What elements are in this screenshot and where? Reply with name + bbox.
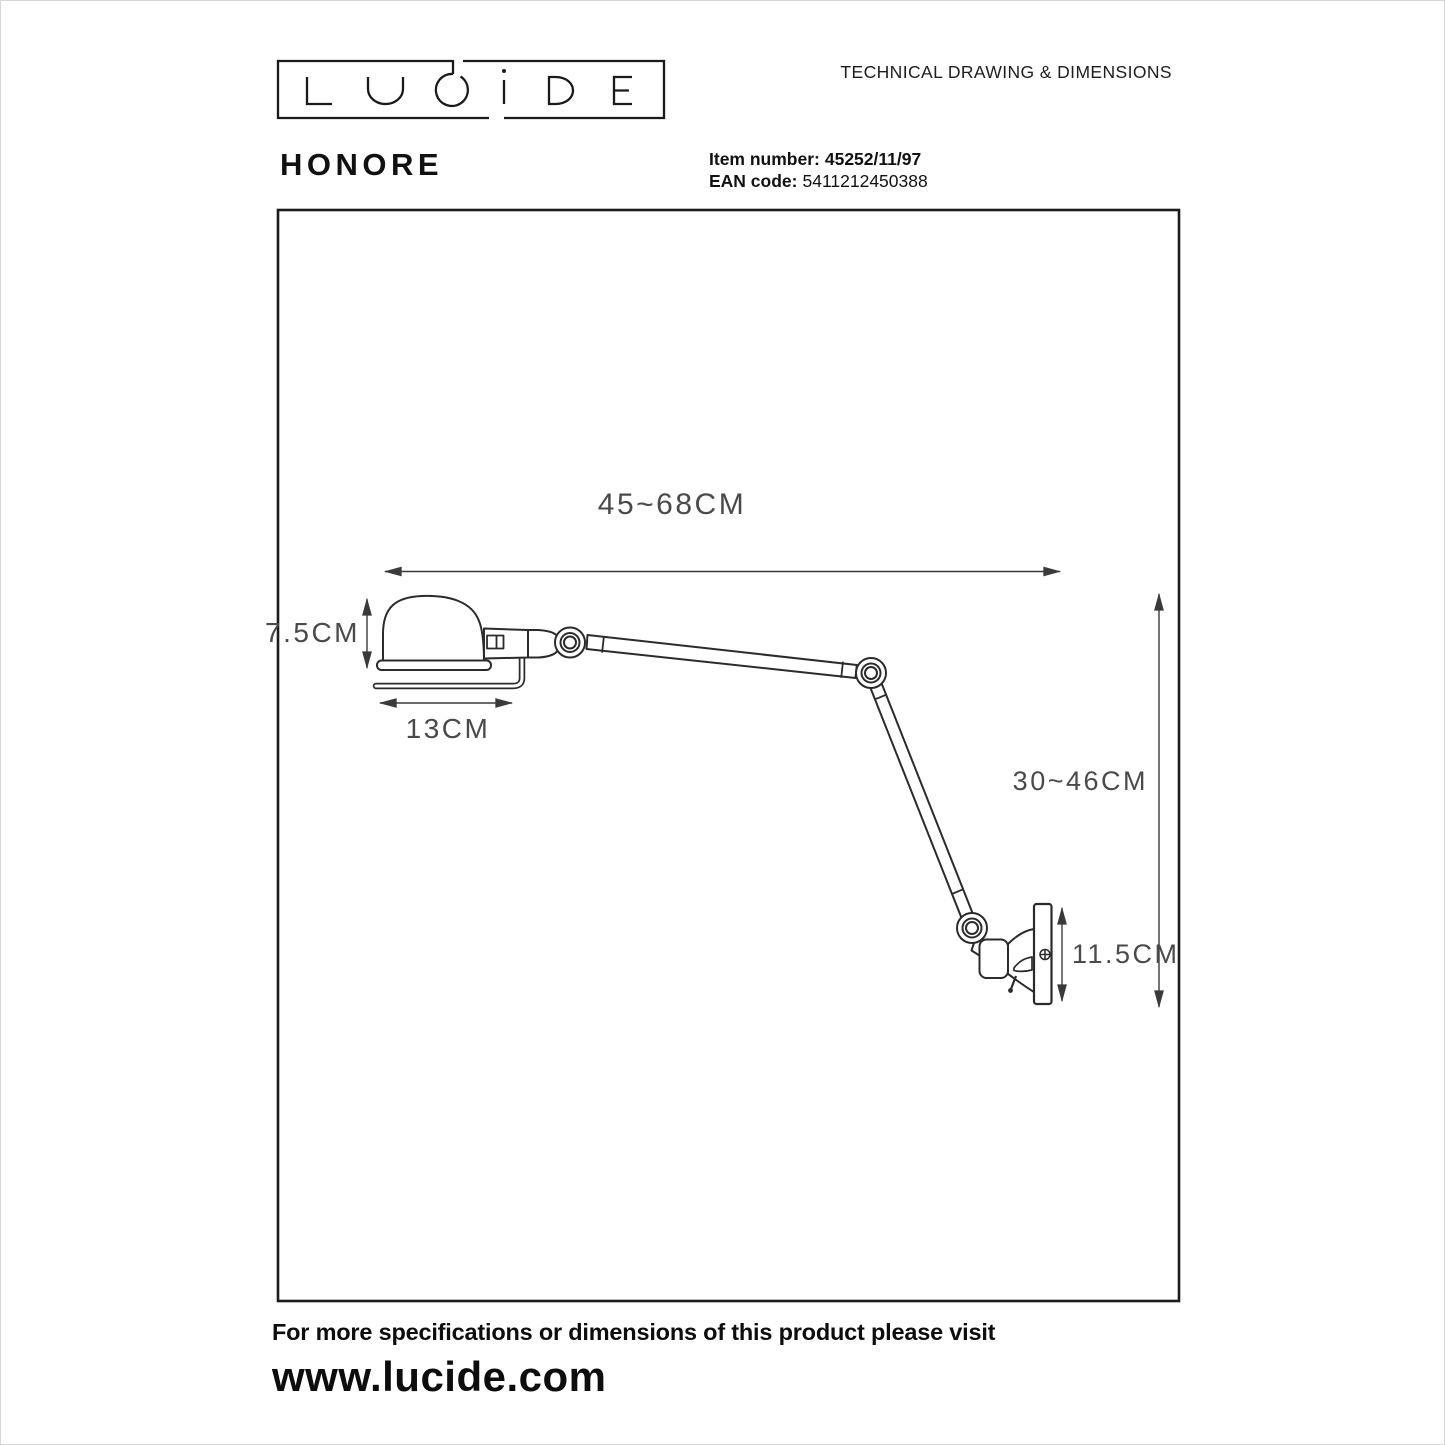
- lamp-holder-slot: [1013, 956, 1033, 973]
- lamp-joint-head: [554, 626, 586, 659]
- logo-letter-i-dot: [502, 69, 506, 73]
- logo-letter-l: [305, 77, 332, 106]
- logo-frame-left: [276, 59, 489, 120]
- dim-label-shade-width: 13CM: [406, 713, 491, 744]
- item-number-value: 45252/11/97: [824, 149, 922, 169]
- lucide-logo: LUCIDE: [276, 59, 666, 120]
- lamp-screw: [1039, 948, 1051, 961]
- item-number-label: Item number:: [709, 149, 820, 169]
- lamp-handle-bracket: [372, 653, 526, 690]
- lamp-holder-cylinder: [978, 938, 1009, 979]
- technical-title: TECHNICAL DRAWING & DIMENSIONS: [840, 62, 1172, 82]
- logo-letter-e: [612, 75, 632, 106]
- dim-label-wall-plate: 11.5CM: [1072, 939, 1180, 969]
- lamp-lower-arm: [869, 681, 974, 919]
- ean-line: EAN code:5411212450388: [709, 170, 928, 192]
- lamp-shade-dome: [382, 594, 485, 663]
- footer-website: www.lucide.com: [272, 1353, 607, 1400]
- lamp-toggle-switch: [1008, 975, 1018, 993]
- product-meta: Item number:45252/11/97 EAN code:5411212…: [709, 148, 928, 192]
- product-name: HONORE: [280, 147, 444, 182]
- lamp-head-switch: [486, 634, 505, 650]
- dim-label-reach: 45~68CM: [598, 488, 746, 521]
- lamp-shade-rim: [376, 659, 492, 671]
- ean-label: EAN code:: [709, 171, 798, 191]
- logo-letter-c: [434, 72, 469, 108]
- dim-label-drop: 30~46CM: [1013, 766, 1148, 796]
- lamp-joint-elbow: [855, 657, 887, 689]
- dim-label-shade-height: 7.5CM: [265, 617, 360, 648]
- lamp-drawing: [372, 594, 1053, 1006]
- item-number-line: Item number:45252/11/97: [709, 148, 928, 170]
- lamp-joint-wall: [956, 912, 988, 944]
- ean-value: 5411212450388: [802, 171, 928, 191]
- logo-letter-d: [547, 75, 574, 106]
- logo-letter-u: [366, 77, 405, 106]
- lamp-upper-arm: [585, 634, 858, 679]
- drawing-frame: [276, 208, 1181, 1303]
- logo-frame-right: [463, 59, 666, 120]
- footer-note: For more specifications or dimensions of…: [272, 1319, 996, 1345]
- footer: For more specifications or dimensions of…: [272, 1319, 1412, 1401]
